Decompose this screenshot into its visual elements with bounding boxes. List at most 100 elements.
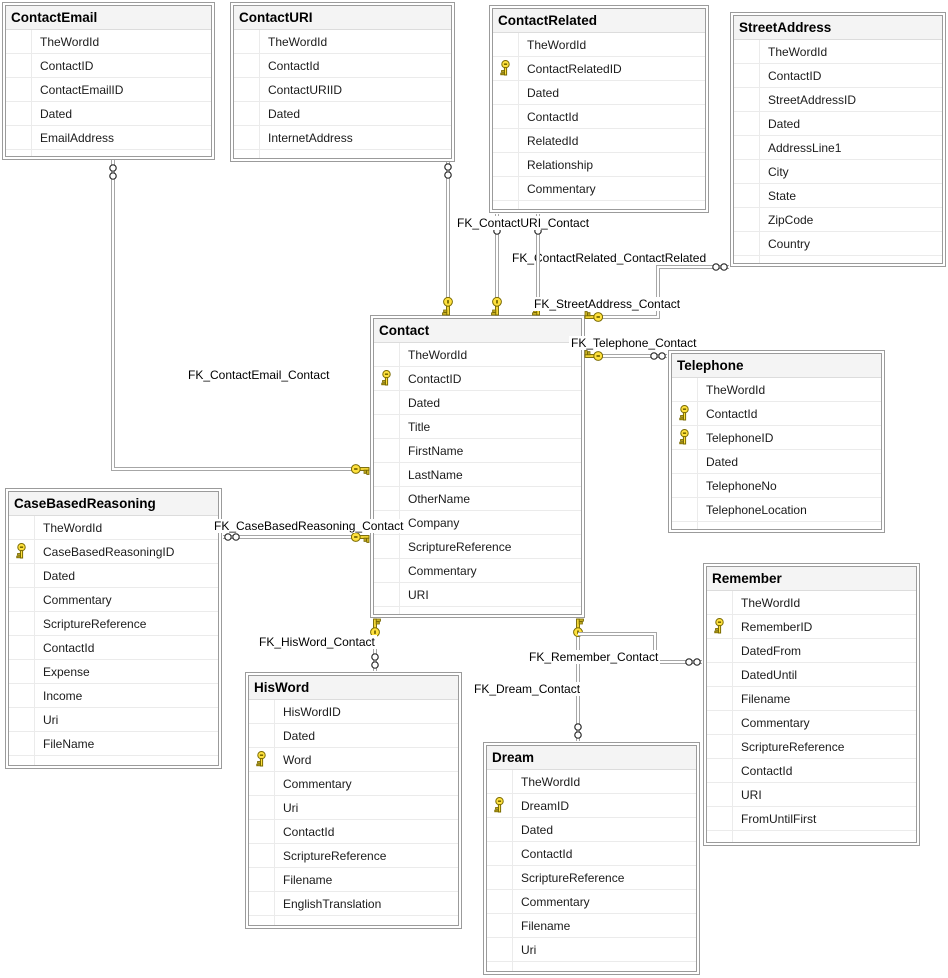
field-row[interactable]: URI — [374, 583, 581, 607]
field-row[interactable]: Dated — [249, 724, 458, 748]
field-row[interactable]: LastName — [374, 463, 581, 487]
field-row[interactable]: ContactURIID — [234, 78, 451, 102]
field-row[interactable]: TheWordId — [374, 343, 581, 367]
field-row[interactable]: ContactId — [234, 54, 451, 78]
field-row[interactable]: TheWordId — [493, 33, 705, 57]
field-row[interactable]: Dated — [487, 818, 696, 842]
field-row[interactable]: Expense — [9, 660, 218, 684]
field-row[interactable]: ScriptureReference — [9, 612, 218, 636]
field-row[interactable]: Commentary — [9, 588, 218, 612]
field-row[interactable]: ContactId — [493, 105, 705, 129]
field-row[interactable]: RememberID — [707, 615, 916, 639]
field-row[interactable]: InternetAddress — [234, 126, 451, 150]
field-row[interactable]: City — [734, 160, 942, 184]
field-row[interactable]: ContactRelatedID — [493, 57, 705, 81]
field-row[interactable]: ScriptureReference — [707, 735, 916, 759]
field-row[interactable]: Dated — [374, 391, 581, 415]
field-row[interactable]: Commentary — [249, 772, 458, 796]
field-row[interactable]: HisWordID — [249, 700, 458, 724]
field-row[interactable]: ScriptureReference — [487, 866, 696, 890]
field-row[interactable]: TelephoneID — [672, 426, 881, 450]
table-title-bar[interactable]: ContactEmail — [6, 6, 211, 30]
field-row[interactable]: TheWordId — [672, 378, 881, 402]
field-row[interactable]: ContactId — [9, 636, 218, 660]
field-row[interactable]: Commentary — [493, 177, 705, 201]
field-row[interactable]: Dated — [672, 450, 881, 474]
field-row[interactable]: Commentary — [707, 711, 916, 735]
table-title-bar[interactable]: Telephone — [672, 354, 881, 378]
table-title-bar[interactable]: HisWord — [249, 676, 458, 700]
field-row[interactable]: AddressLine1 — [734, 136, 942, 160]
field-row[interactable]: ContactId — [707, 759, 916, 783]
field-row[interactable]: TheWordId — [234, 30, 451, 54]
field-row[interactable]: Dated — [9, 564, 218, 588]
table-title-bar[interactable]: StreetAddress — [734, 16, 942, 40]
field-row[interactable]: ContactID — [6, 54, 211, 78]
field-row[interactable]: Filename — [249, 868, 458, 892]
field-row[interactable]: Filename — [707, 687, 916, 711]
field-row[interactable]: TheWordId — [734, 40, 942, 64]
field-row[interactable]: TelephoneLocation — [672, 498, 881, 522]
field-row[interactable]: Filename — [487, 914, 696, 938]
field-row[interactable]: ContactEmailID — [6, 78, 211, 102]
field-row[interactable]: Uri — [487, 938, 696, 962]
field-row[interactable]: OtherName — [374, 487, 581, 511]
table-title-bar[interactable]: Dream — [487, 746, 696, 770]
field-row[interactable]: Uri — [249, 796, 458, 820]
field-row[interactable]: State — [734, 184, 942, 208]
field-row[interactable]: FirstName — [374, 439, 581, 463]
table-title-bar[interactable]: CaseBasedReasoning — [9, 492, 218, 516]
relationship-line[interactable] — [223, 532, 370, 543]
field-row[interactable]: TheWordId — [9, 516, 218, 540]
field-row[interactable]: EnglishTranslation — [249, 892, 458, 916]
field-row[interactable]: ContactId — [487, 842, 696, 866]
field-row[interactable]: ContactId — [672, 402, 881, 426]
field-row[interactable]: ContactId — [249, 820, 458, 844]
field-row[interactable]: URI — [707, 783, 916, 807]
field-row[interactable]: ContactID — [374, 367, 581, 391]
table-title-bar[interactable]: Contact — [374, 319, 581, 343]
field-row[interactable]: DatedUntil — [707, 663, 916, 687]
table-title-bar[interactable]: Remember — [707, 567, 916, 591]
field-row[interactable]: Word — [249, 748, 458, 772]
table-title-bar[interactable]: ContactRelated — [493, 9, 705, 33]
field-row[interactable]: Dated — [493, 81, 705, 105]
field-row[interactable]: ScriptureReference — [249, 844, 458, 868]
field-row[interactable]: Dated — [234, 102, 451, 126]
field-row[interactable]: TheWordId — [6, 30, 211, 54]
field-row[interactable]: CaseBasedReasoningID — [9, 540, 218, 564]
field-row[interactable]: Commentary — [374, 559, 581, 583]
field-row[interactable]: Title — [374, 415, 581, 439]
field-row[interactable]: ScriptureReference — [374, 535, 581, 559]
field-row[interactable]: TelephoneNo — [672, 474, 881, 498]
field-row[interactable]: DatedFrom — [707, 639, 916, 663]
field-row[interactable]: FileName — [9, 732, 218, 756]
field-row[interactable]: ZipCode — [734, 208, 942, 232]
field-row[interactable]: Country — [734, 232, 942, 256]
field-row[interactable]: DreamID — [487, 794, 696, 818]
field-row[interactable]: Income — [9, 684, 218, 708]
relationship-line[interactable] — [573, 618, 584, 741]
field-row[interactable]: Uri — [9, 708, 218, 732]
relationship-line[interactable] — [442, 162, 453, 316]
field-row[interactable]: EmailAddress — [6, 126, 211, 150]
field-row[interactable]: FromUntilFirst — [707, 807, 916, 831]
field-row[interactable]: TheWordId — [707, 591, 916, 615]
field-row[interactable]: Relationship — [493, 153, 705, 177]
field-row[interactable]: Commentary — [487, 890, 696, 914]
relationship-line[interactable] — [584, 350, 667, 361]
field-row[interactable]: TheWordId — [487, 770, 696, 794]
field-row[interactable]: Dated — [734, 112, 942, 136]
field-row[interactable]: StreetAddressID — [734, 88, 942, 112]
